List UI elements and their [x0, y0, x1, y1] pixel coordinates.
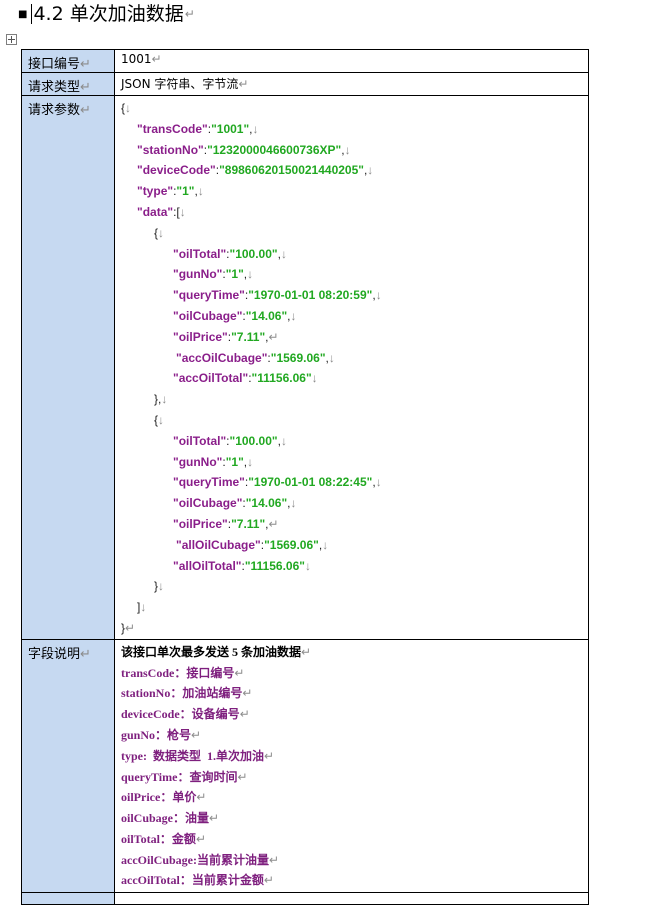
code-line: "allOilCubage":"1569.06",↓	[176, 537, 329, 552]
interface-number-cell[interactable]: 1001↵	[114, 49, 589, 73]
code-line: "type":"1",↓	[137, 184, 204, 199]
field-intro: 该接口单次最多发送 5 条加油数据↵	[121, 644, 312, 659]
code-line: {↓	[154, 225, 165, 240]
table-row	[21, 891, 589, 905]
request-type-cell[interactable]: JSON 字符串、字节流↵	[114, 72, 589, 96]
label-cell: 接口编号↵	[21, 49, 115, 73]
code-line: "deviceCode":"89860620150021440205",↓	[137, 163, 374, 178]
table-row: 字段说明↵ 该接口单次最多发送 5 条加油数据↵ transCode：接口编号↵…	[21, 638, 589, 893]
field-line: stationNo：加油站编号↵	[121, 686, 253, 701]
code-line: "transCode":"1001",↓	[137, 121, 259, 136]
table-row: 请求参数↵ {↓ "transCode":"1001",↓ "stationNo…	[21, 95, 589, 640]
field-line: oilPrice：单价↵	[121, 790, 207, 805]
code-line: {↓	[121, 101, 132, 115]
heading-bullet: ■	[18, 9, 28, 20]
field-line: deviceCode：设备编号↵	[121, 707, 250, 722]
code-line: "gunNo":"1",↓	[173, 454, 254, 469]
code-line: }↓	[154, 579, 165, 594]
code-line: "oilTotal":"100.00",↓	[173, 433, 287, 448]
code-line: "oilPrice":"7.11",↵	[173, 516, 279, 531]
code-line: "queryTime":"1970-01-01 08:22:45",↓	[173, 475, 382, 490]
field-line: queryTime：查询时间↵	[121, 769, 248, 784]
code-line: "accOilCubage":"1569.06",↓	[176, 350, 335, 365]
code-line: },↓	[154, 392, 168, 407]
label-cell	[21, 891, 115, 905]
field-line: gunNo：枪号↵	[121, 727, 202, 742]
code-line: "stationNo":"1232000046600736XP",↓	[137, 142, 351, 157]
code-line: {↓	[154, 412, 165, 427]
section-heading: ■ 4.2 单次加油数据 ↵	[18, 0, 195, 28]
text-cursor	[31, 4, 33, 24]
field-description-cell[interactable]: 该接口单次最多发送 5 条加油数据↵ transCode：接口编号↵ stati…	[114, 638, 589, 893]
field-line: accOilTotal：当前累计金额↵	[121, 873, 274, 888]
label-cell: 请求类型↵	[21, 72, 115, 96]
field-line: transCode：接口编号↵	[121, 665, 245, 680]
table-row: 请求类型↵ JSON 字符串、字节流↵	[21, 72, 589, 96]
code-line: "oilCubage":"14.06",↓	[173, 496, 297, 511]
code-line: "data":[↓	[137, 204, 186, 219]
code-line: ]↓	[137, 600, 147, 615]
table-move-handle-icon[interactable]	[6, 34, 17, 45]
code-line: "allOilTotal":"11156.06"↓	[173, 558, 311, 573]
code-line: "oilPrice":"7.11",↵	[173, 329, 279, 344]
field-line: oilTotal：金额↵	[121, 831, 206, 846]
code-line: "queryTime":"1970-01-01 08:20:59",↓	[173, 288, 382, 303]
label-cell: 请求参数↵	[21, 95, 115, 640]
interface-spec-table: 接口编号↵ 1001↵ 请求类型↵ JSON 字符串、字节流↵ 请求参数↵ {↓…	[21, 49, 589, 905]
code-line: "oilTotal":"100.00",↓	[173, 246, 287, 261]
code-line: }↵	[121, 620, 136, 635]
request-params-cell[interactable]: {↓ "transCode":"1001",↓ "stationNo":"123…	[114, 95, 589, 640]
field-line: accOilCubage:当前累计油量↵	[121, 852, 280, 867]
field-line: oilCubage：油量↵	[121, 811, 220, 826]
empty-cell[interactable]	[114, 891, 589, 905]
label-cell: 字段说明↵	[21, 638, 115, 893]
code-line: "accOilTotal":"11156.06"↓	[173, 371, 318, 386]
paragraph-mark: ↵	[184, 7, 195, 21]
table-row: 接口编号↵ 1001↵	[21, 49, 589, 73]
code-line: "gunNo":"1",↓	[173, 267, 254, 282]
code-line: "oilCubage":"14.06",↓	[173, 308, 297, 323]
field-line: type: 数据类型 1.单次加油↵	[121, 748, 275, 763]
heading-title: 4.2 单次加油数据	[33, 3, 184, 25]
